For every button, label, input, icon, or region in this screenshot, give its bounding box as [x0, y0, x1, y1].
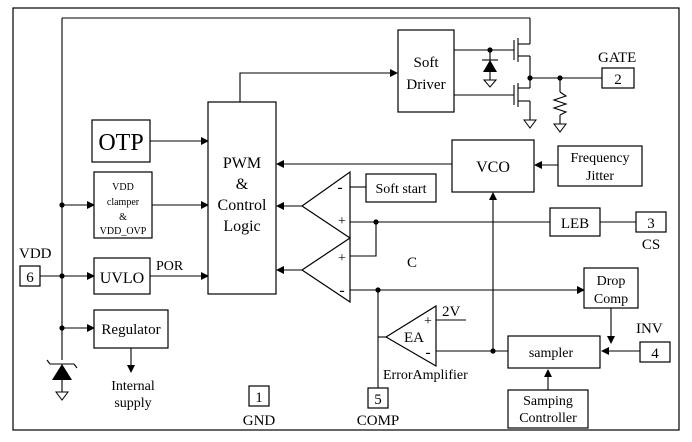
comp1-plus: +	[338, 214, 346, 229]
sampler-label: sampler	[529, 346, 574, 361]
internal-supply-line-1: Internal	[111, 379, 155, 394]
sampler-block	[507, 335, 601, 369]
ea-plus: +	[424, 314, 432, 329]
comp1-minus: -	[337, 179, 342, 196]
comparator-cs	[300, 236, 351, 304]
pin-gate-number: 2	[614, 72, 622, 88]
pin-inv-box	[639, 341, 671, 363]
comp2-minus: -	[339, 282, 344, 299]
leb-label: LEB	[561, 216, 589, 232]
chip-outline	[12, 7, 680, 431]
pin-vdd-box	[19, 265, 41, 287]
frequency-jitter-block	[557, 145, 643, 187]
vdd-clamper-line-1: VDD	[112, 182, 134, 193]
pin-gate-name: GATE	[598, 50, 636, 66]
pin-inv-name: INV	[636, 321, 663, 337]
pwm-line-1: PWM	[223, 155, 261, 172]
samping-controller-line-1: Samping	[523, 394, 573, 409]
otp-block	[91, 119, 151, 163]
two-v-label: 2V	[442, 304, 461, 320]
pwm-line-2: &	[236, 176, 249, 193]
error-amplifier-label: ErrorAmplifier	[383, 368, 468, 383]
otp-label: OTP	[98, 130, 143, 156]
leb-block	[549, 207, 601, 237]
ea-minus: -	[425, 344, 430, 361]
error-amplifier	[384, 304, 437, 368]
soft-start-label: Soft start	[376, 182, 427, 197]
pin-vdd-name: VDD	[19, 246, 52, 262]
vdd-clamper-line-2: clamper	[107, 197, 140, 208]
pin-gnd-number: 1	[255, 390, 263, 406]
vdd-rail	[40, 17, 530, 360]
samping-controller-block	[507, 389, 589, 429]
soft-driver-line-2: Driver	[406, 77, 445, 93]
pin-cs-box	[635, 211, 667, 233]
vdd-clamper-block	[93, 171, 153, 239]
pin-comp-name: COMP	[357, 413, 400, 429]
por-label: POR	[156, 259, 184, 274]
zener-diode-icon	[46, 359, 78, 401]
pin-cs-name: CS	[642, 237, 660, 253]
pin-comp-box	[367, 387, 389, 409]
pin-gnd-name: GND	[243, 413, 276, 429]
vdd-clamper-line-3: &	[119, 212, 127, 223]
c-label: C	[407, 255, 417, 271]
comp2-plus: +	[338, 251, 346, 266]
pin-inv-number: 4	[651, 346, 659, 362]
pwm-control-logic-block	[207, 101, 277, 295]
pin-gate-box	[601, 67, 635, 89]
internal-supply-line-2: supply	[114, 396, 151, 411]
regulator-label: Regulator	[101, 322, 160, 338]
soft-driver-line-1: Soft	[413, 55, 439, 71]
uvlo-block	[93, 257, 151, 295]
frequency-jitter-line-1: Frequency	[570, 151, 629, 166]
pwm-line-3: Control	[218, 197, 267, 214]
regulator-block	[93, 309, 169, 349]
output-stage	[454, 18, 602, 133]
drop-comp-line-1: Drop	[597, 274, 626, 289]
pin-gnd-box	[248, 385, 270, 407]
uvlo-label: UVLO	[100, 270, 144, 287]
comparator-soft-start	[300, 170, 351, 240]
frequency-jitter-line-2: Jitter	[586, 169, 614, 184]
pwm-line-4: Logic	[223, 218, 260, 235]
pin-comp-number: 5	[374, 392, 382, 408]
soft-start-block	[365, 173, 437, 203]
drop-comp-block	[583, 267, 639, 309]
vco-label: VCO	[476, 159, 510, 176]
drop-comp-line-2: Comp	[594, 292, 628, 307]
soft-driver-block	[397, 29, 455, 113]
samping-controller-line-2: Controller	[519, 411, 577, 426]
ea-label: EA	[404, 330, 424, 346]
vdd-clamper-line-4: VDD_OVP	[100, 226, 147, 237]
pin-vdd-number: 6	[26, 270, 34, 286]
pin-cs-number: 3	[647, 216, 655, 232]
vco-block	[451, 139, 535, 193]
